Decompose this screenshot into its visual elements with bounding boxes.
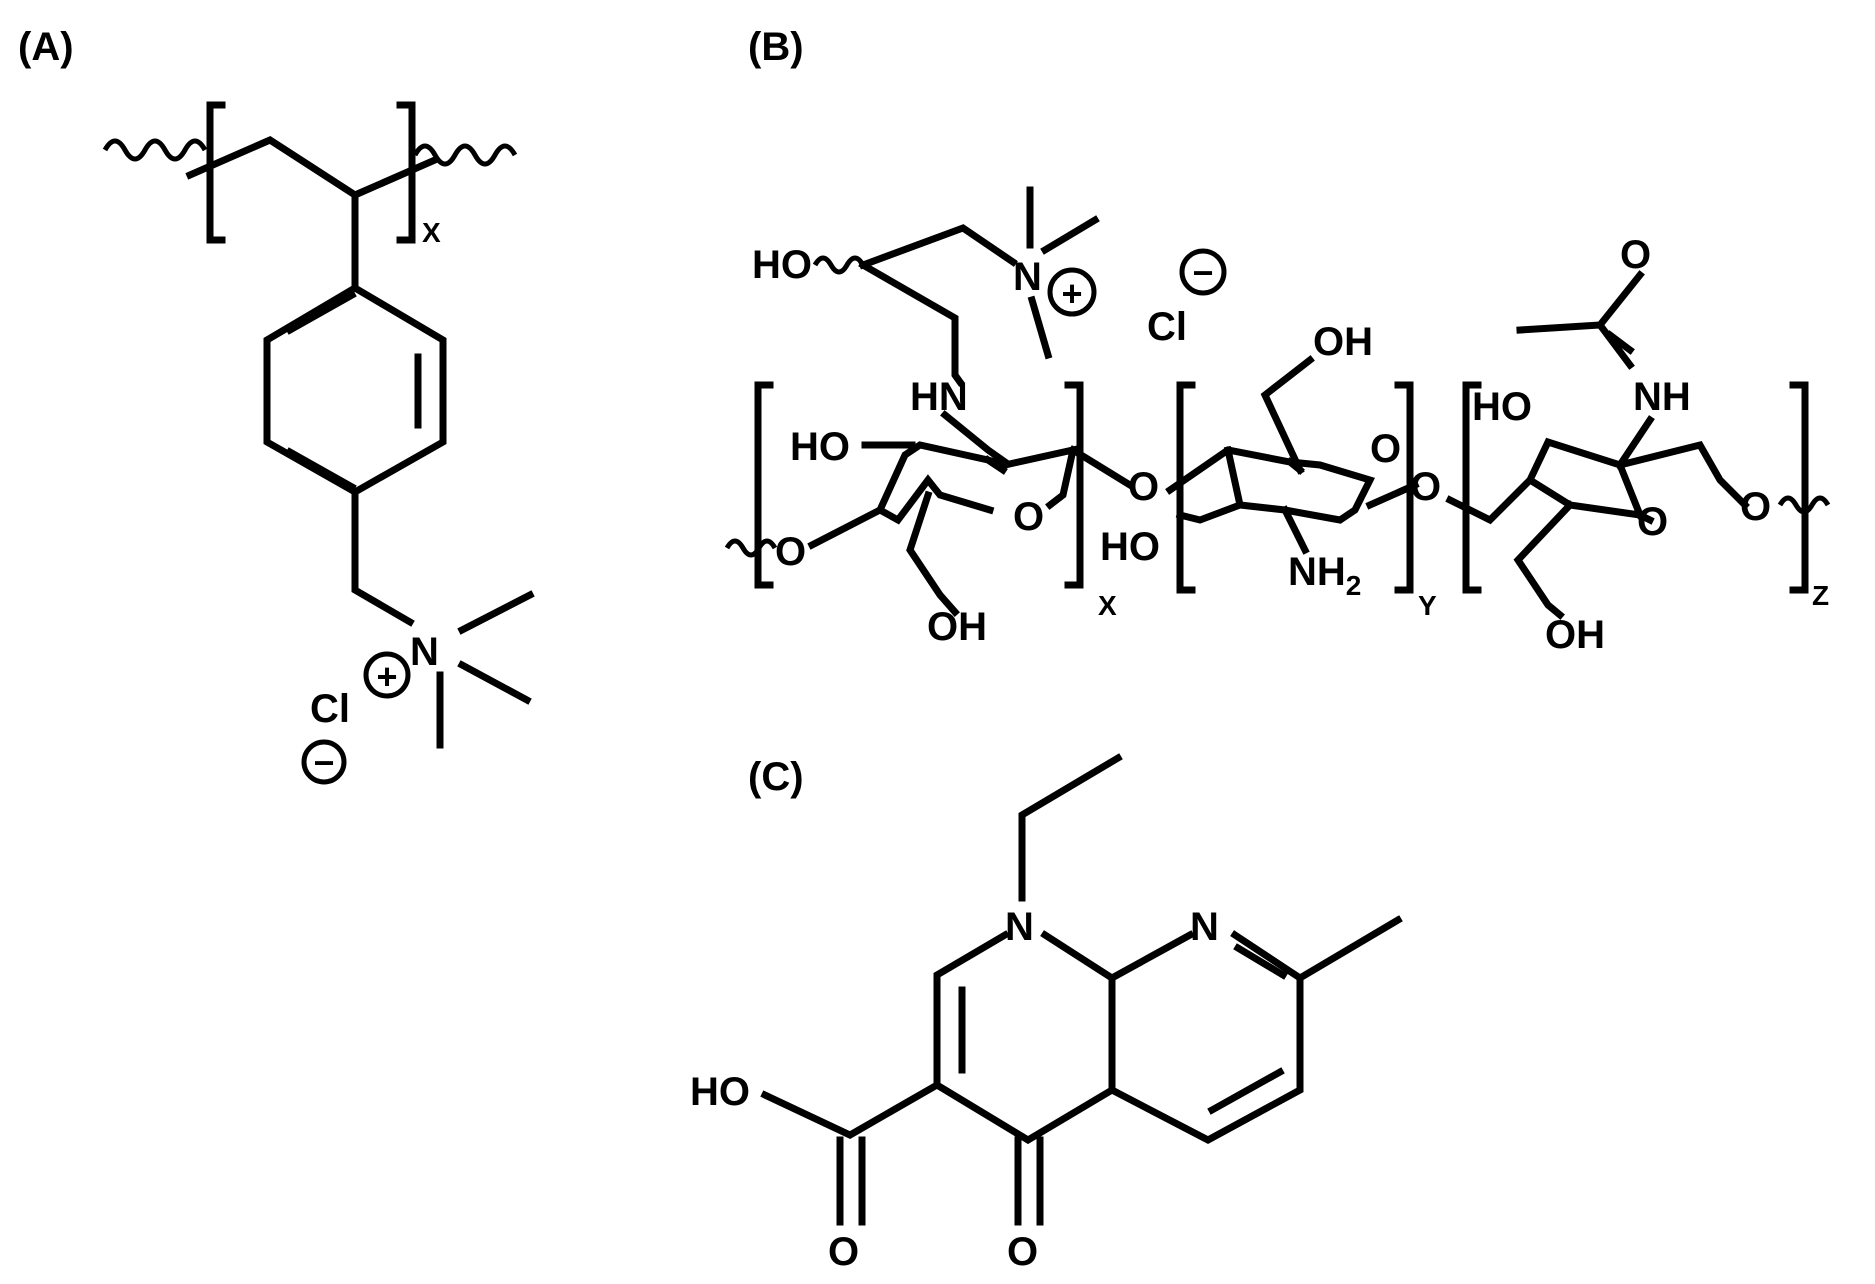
negative-charge-icon: [1179, 248, 1227, 296]
atom-o-link1: O: [1128, 465, 1159, 509]
panel-b: (B) HO N + − Cl X Y Z HN HO O O: [724, 25, 1831, 657]
right-ring-double-2: [1207, 1067, 1285, 1115]
ethyl-bond: [1018, 753, 1123, 902]
atom-nh: NH: [1633, 375, 1691, 419]
atom-nh2: NH2: [1288, 550, 1361, 601]
methyl-2: [457, 660, 532, 705]
carboxyl-double: [836, 1136, 866, 1226]
bracket-left: [206, 101, 226, 244]
benzene-double-3: [285, 447, 357, 492]
panel-b-label: (B): [748, 25, 804, 69]
charge-plus: +: [376, 656, 397, 697]
ring1-ch2oh: [906, 490, 960, 617]
atom-n1: N: [1005, 905, 1034, 949]
subscript-x: X: [422, 217, 441, 248]
ring2-bonds: [1165, 445, 1375, 524]
bond-ch2: [351, 488, 415, 627]
atom-o-start: O: [775, 530, 806, 574]
wavy-bond-start: [724, 538, 778, 558]
atom-oh-top: OH: [1313, 320, 1373, 364]
backbone: [185, 136, 440, 199]
atom-ho-top: HO: [752, 243, 812, 287]
atom-n: N: [410, 630, 439, 674]
charge-plus: +: [1061, 273, 1082, 314]
atom-hn: HN: [910, 375, 968, 419]
right-ring-double-1: [1233, 943, 1288, 980]
methyl-bond: [1295, 915, 1403, 983]
ring2-nh2-bond: [1280, 505, 1310, 555]
atom-nh2-main: NH: [1288, 550, 1346, 594]
atom-o-ring3: O: [1637, 500, 1668, 544]
atom-cl: Cl: [310, 687, 350, 731]
atom-ho-ring1: HO: [790, 425, 850, 469]
atom-ho-ring3: HO: [1472, 385, 1532, 429]
ring1-bonds: [807, 410, 1078, 550]
wavy-bond-right: [412, 143, 518, 167]
positive-charge-icon: [1047, 267, 1097, 317]
benzene-double-2: [285, 290, 357, 335]
charge-minus: −: [1192, 252, 1213, 293]
acetyl-bonds: [1516, 270, 1645, 370]
methyl-1: [457, 590, 535, 635]
atom-ho-ring2: HO: [1100, 525, 1160, 569]
atom-nh2-sub: 2: [1346, 570, 1362, 601]
negative-charge-icon: [301, 739, 347, 785]
atom-n-quat: N: [1013, 255, 1042, 299]
subscript-x: X: [1098, 590, 1117, 621]
atom-o-link2: O: [1410, 465, 1441, 509]
methyl-right: [1040, 215, 1100, 255]
bracket-z-left: [1462, 381, 1482, 594]
panel-a-label: (A): [18, 25, 74, 69]
positive-charge-icon: [363, 651, 411, 699]
ketone-double: [1014, 1136, 1044, 1226]
sidechain-bond-2: [858, 260, 965, 387]
ring3-bonds: [1445, 415, 1750, 525]
subscript-z: Z: [1812, 580, 1829, 611]
wavy-bond-end: [1777, 495, 1831, 515]
bracket-y-left: [1176, 381, 1196, 594]
subscript-y: Y: [1418, 590, 1437, 621]
bracket-z-right: [1789, 381, 1809, 594]
atom-cl: Cl: [1147, 305, 1187, 349]
atom-oh-ring3: OH: [1545, 613, 1605, 657]
panel-c-label: (C): [748, 755, 804, 799]
atom-o-carbonyl: O: [1620, 233, 1651, 277]
atom-ho: HO: [690, 1070, 750, 1114]
ring2-top-chain: [1260, 355, 1315, 475]
panel-c: (C) N N HO O O: [690, 753, 1403, 1274]
atom-o2: O: [1007, 1230, 1038, 1274]
atom-n2: N: [1190, 905, 1219, 949]
link1-bond: [1068, 445, 1135, 490]
right-ring: [1107, 930, 1304, 1144]
ring3-ch2oh: [1513, 500, 1575, 620]
bracket-x-left: [754, 381, 774, 589]
wavy-bond-left: [102, 138, 208, 162]
atom-o-end: O: [1740, 485, 1771, 529]
methyl-down: [1027, 295, 1053, 360]
atom-o-ring1: O: [1013, 495, 1044, 539]
charge-minus: −: [313, 742, 334, 783]
carboxyl-bond: [760, 1080, 942, 1139]
atom-o-ring2: O: [1370, 427, 1401, 471]
panel-a: (A) X N + Cl −: [18, 25, 535, 785]
wavy-bond-ho: [812, 255, 866, 275]
bracket-x-right: [1064, 381, 1084, 589]
sidechain-bond-1: [858, 224, 1018, 270]
atom-o1: O: [828, 1230, 859, 1274]
link2-bond: [1365, 480, 1420, 510]
atom-oh-ring1: OH: [927, 605, 987, 649]
